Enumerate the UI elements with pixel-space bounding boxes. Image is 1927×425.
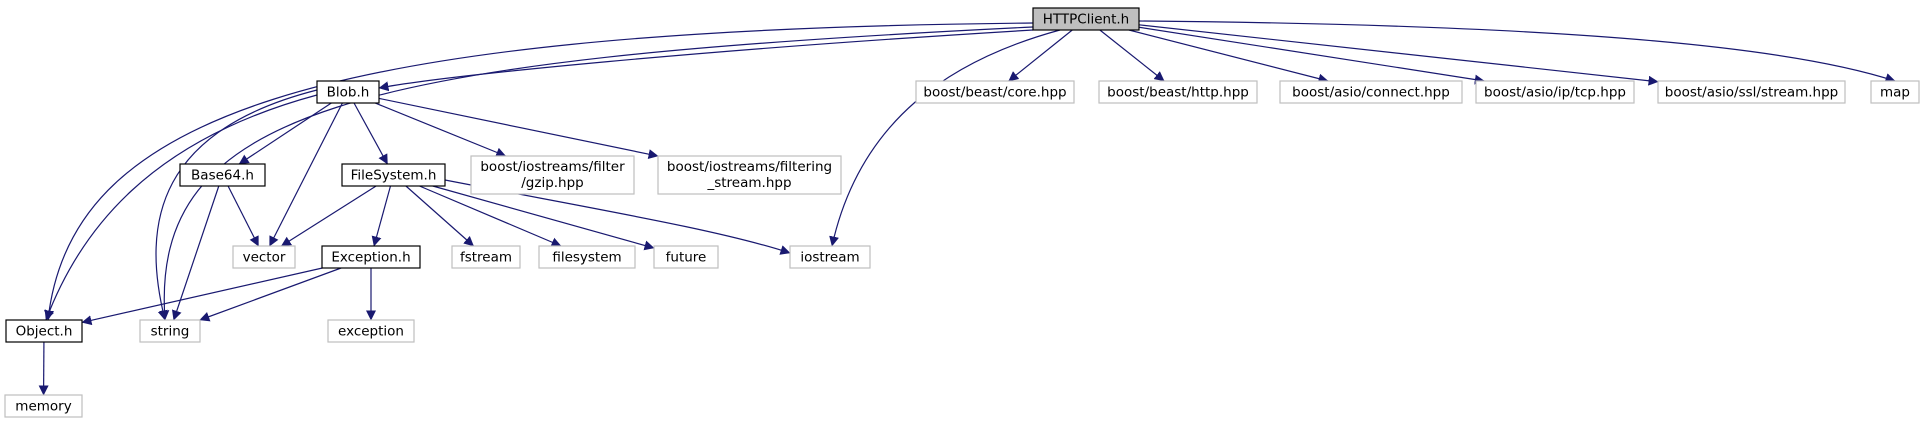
node-base64[interactable]: Base64.h bbox=[179, 163, 266, 187]
node-label: /gzip.hpp bbox=[521, 175, 584, 191]
edge-httpclient-to-beast_http bbox=[1099, 29, 1165, 82]
node-httpclient[interactable]: HTTPClient.h bbox=[1032, 7, 1140, 31]
node-box bbox=[321, 245, 421, 269]
node-asio-ssl: boost/asio/ssl/stream.hpp bbox=[1657, 80, 1846, 104]
edge-httpclient-to-asio_tcp bbox=[1138, 26, 1485, 85]
edge-httpclient-to-asio_ssl bbox=[1138, 24, 1659, 86]
node-box bbox=[451, 245, 521, 269]
node-box bbox=[1870, 80, 1920, 104]
node-label: map bbox=[1880, 85, 1910, 101]
node-iostream: iostream bbox=[789, 245, 871, 269]
node-box bbox=[915, 80, 1075, 104]
node-future: future bbox=[653, 245, 719, 269]
edge-base64-to-vector bbox=[227, 185, 259, 247]
node-box bbox=[1475, 80, 1635, 104]
node-label: _stream.hpp bbox=[706, 175, 791, 191]
node-label: boost/beast/http.hpp bbox=[1107, 85, 1249, 101]
node-gzip: boost/iostreams/filter/gzip.hpp bbox=[470, 155, 635, 195]
node-box bbox=[657, 155, 842, 195]
node-box bbox=[1098, 80, 1258, 104]
node-box bbox=[1032, 7, 1140, 31]
node-box bbox=[327, 319, 415, 343]
node-map: map bbox=[1870, 80, 1920, 104]
node-label: exception bbox=[338, 324, 404, 340]
edge-httpclient-to-map bbox=[1138, 20, 1896, 83]
node-label: Exception.h bbox=[331, 250, 410, 266]
edge-httpclient-to-object bbox=[44, 22, 1034, 321]
node-box bbox=[179, 163, 266, 187]
edge-blob-to-filesystem_h bbox=[353, 102, 388, 165]
node-string: string bbox=[139, 319, 201, 343]
node-filesystem-h[interactable]: FileSystem.h bbox=[341, 163, 446, 187]
node-beast-core: boost/beast/core.hpp bbox=[915, 80, 1075, 104]
node-box bbox=[139, 319, 201, 343]
node-label: filesystem bbox=[552, 250, 621, 266]
node-object[interactable]: Object.h bbox=[5, 319, 83, 343]
edge-httpclient-to-asio_connect bbox=[1128, 29, 1329, 84]
node-label: vector bbox=[243, 250, 286, 266]
edge-exception_h-to-string bbox=[199, 267, 342, 322]
node-blob[interactable]: Blob.h bbox=[316, 80, 380, 104]
node-box bbox=[1657, 80, 1846, 104]
edge-blob-to-gzip bbox=[374, 102, 507, 158]
edge-filesystem_h-to-vector bbox=[280, 185, 377, 247]
node-label: boost/asio/ssl/stream.hpp bbox=[1665, 85, 1839, 101]
edge-blob-to-base64 bbox=[238, 102, 332, 165]
node-label: Object.h bbox=[16, 324, 73, 340]
node-box bbox=[789, 245, 871, 269]
node-filtering: boost/iostreams/filtering_stream.hpp bbox=[657, 155, 842, 195]
node-vector: vector bbox=[232, 245, 296, 269]
node-beast-http: boost/beast/http.hpp bbox=[1098, 80, 1258, 104]
edges-layer bbox=[38, 20, 1896, 396]
node-box bbox=[1279, 80, 1463, 104]
node-box bbox=[4, 394, 83, 418]
node-label: memory bbox=[15, 399, 71, 415]
node-box bbox=[341, 163, 446, 187]
node-filesystem: filesystem bbox=[538, 245, 636, 269]
node-box bbox=[470, 155, 635, 195]
node-asio-tcp: boost/asio/ip/tcp.hpp bbox=[1475, 80, 1635, 104]
edge-base64-to-string bbox=[171, 185, 220, 321]
edge-httpclient-to-beast_core bbox=[1008, 29, 1073, 82]
edge-filesystem_h-to-exception_h bbox=[371, 185, 392, 247]
node-label: iostream bbox=[800, 250, 859, 266]
edge-httpclient-to-iostream bbox=[829, 29, 1061, 247]
node-label: boost/iostreams/filtering bbox=[667, 159, 832, 175]
edge-blob-to-vector bbox=[269, 102, 343, 247]
node-label: boost/asio/connect.hpp bbox=[1292, 85, 1450, 101]
node-asio-connect: boost/asio/connect.hpp bbox=[1279, 80, 1463, 104]
node-exception: exception bbox=[327, 319, 415, 343]
node-label: HTTPClient.h bbox=[1043, 12, 1129, 28]
node-label: boost/asio/ip/tcp.hpp bbox=[1484, 85, 1626, 101]
edge-filesystem_h-to-fstream bbox=[405, 185, 474, 247]
node-label: fstream bbox=[460, 250, 512, 266]
edge-httpclient-to-blob bbox=[378, 29, 1034, 92]
node-fstream: fstream bbox=[451, 245, 521, 269]
edge-blob-to-object bbox=[44, 94, 318, 321]
edge-blob-to-string bbox=[155, 89, 318, 321]
edge-exception_h-to-object bbox=[81, 267, 323, 326]
node-exception-h[interactable]: Exception.h bbox=[321, 245, 421, 269]
node-label: Blob.h bbox=[327, 85, 370, 101]
node-box bbox=[5, 319, 83, 343]
node-label: Base64.h bbox=[191, 168, 254, 184]
node-box bbox=[653, 245, 719, 269]
node-label: boost/beast/core.hpp bbox=[923, 85, 1066, 101]
edge-httpclient-to-string bbox=[159, 26, 1034, 321]
node-box bbox=[538, 245, 636, 269]
node-label: FileSystem.h bbox=[351, 168, 437, 184]
edge-blob-to-filtering bbox=[378, 97, 659, 160]
node-memory: memory bbox=[4, 394, 83, 418]
edge-filesystem_h-to-filesystem bbox=[419, 185, 562, 247]
node-label: boost/iostreams/filter bbox=[480, 159, 625, 175]
node-box bbox=[232, 245, 296, 269]
node-label: future bbox=[666, 250, 707, 266]
node-box bbox=[316, 80, 380, 104]
edge-filesystem_h-to-future bbox=[432, 185, 655, 251]
node-label: string bbox=[151, 324, 190, 340]
